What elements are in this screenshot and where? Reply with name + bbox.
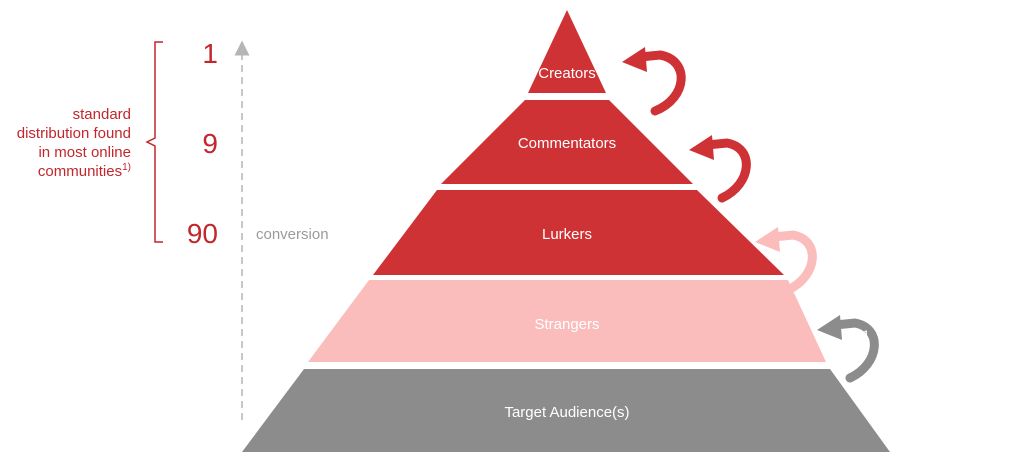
distribution-number-9: 9 bbox=[202, 128, 218, 159]
step-arrow-4: 4 bbox=[622, 47, 686, 116]
curved-arrow-icon bbox=[702, 138, 751, 203]
tier-lurkers-label: Lurkers bbox=[542, 226, 592, 243]
step-arrow-2: 2 bbox=[755, 227, 817, 295]
step-number-3: 3 bbox=[732, 150, 740, 166]
distribution-caption-line-1: standard bbox=[73, 106, 131, 123]
distribution-caption-line-4: communities1) bbox=[38, 162, 131, 180]
curved-arrow-icon bbox=[830, 318, 879, 383]
tier-strangers-shape bbox=[308, 280, 826, 362]
tier-creators-shape bbox=[528, 10, 606, 93]
step-arrow-1: 1 bbox=[817, 315, 879, 383]
step-number-2: 2 bbox=[798, 242, 806, 258]
footnote-mark: 1) bbox=[122, 162, 131, 173]
step-arrows: 4 3 2 1 bbox=[622, 47, 879, 383]
curved-arrow-icon bbox=[768, 230, 817, 295]
distribution-caption-line-3: in most online bbox=[38, 144, 131, 161]
tier-lurkers-shape bbox=[373, 190, 784, 275]
step-arrow-3: 3 bbox=[689, 135, 751, 203]
tier-creators-label: Creators bbox=[538, 65, 596, 82]
arrow-head-icon bbox=[817, 315, 842, 340]
pyramid-tier-labels: Creators Commentators Lurkers Strangers … bbox=[504, 65, 629, 421]
tier-commentators-label: Commentators bbox=[518, 135, 616, 152]
curved-arrow-icon bbox=[635, 50, 686, 116]
arrow-head-icon bbox=[622, 47, 647, 72]
curly-bracket-icon bbox=[145, 41, 163, 243]
conversion-indicator: conversion bbox=[234, 40, 329, 420]
step-number-4: 4 bbox=[665, 62, 673, 78]
tier-target-audience-label: Target Audience(s) bbox=[504, 404, 629, 421]
conversion-label: conversion bbox=[256, 226, 329, 243]
distribution-caption-line-2: distribution found bbox=[17, 125, 131, 142]
step-number-1: 1 bbox=[862, 327, 870, 343]
distribution-number-90: 90 bbox=[187, 218, 218, 249]
distribution-caption-communities: communities bbox=[38, 163, 122, 180]
arrow-head-icon bbox=[689, 135, 714, 160]
arrow-head-icon bbox=[755, 227, 780, 252]
distribution-bracket: 1 9 90 standard distribution found in mo… bbox=[17, 38, 218, 249]
pyramid-tiers bbox=[242, 10, 890, 452]
tier-target-audience-shape bbox=[242, 369, 890, 452]
tier-commentators-shape bbox=[441, 100, 693, 184]
distribution-number-1: 1 bbox=[202, 38, 218, 69]
tier-strangers-label: Strangers bbox=[534, 316, 599, 333]
